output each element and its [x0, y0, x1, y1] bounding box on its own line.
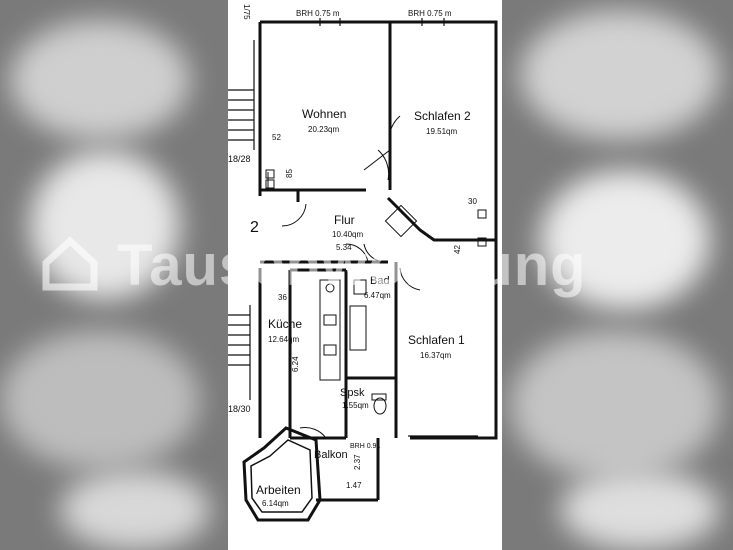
floor-plan: 1/75 BRH 0.75 m BRH 0.75 m Wohnen 20.23q… [228, 0, 502, 550]
doors [281, 115, 421, 439]
window-dim-left: BRH 0.75 m [296, 9, 340, 18]
staircase [228, 40, 255, 400]
room-area-wohnen: 20.23qm [308, 125, 339, 134]
dim-36: 36 [278, 293, 287, 302]
stair-label-top: 18/28 [228, 154, 251, 164]
floor-plan-drawing: 1/75 BRH 0.75 m BRH 0.75 m Wohnen 20.23q… [228, 4, 498, 522]
room-name-kueche: Küche [268, 317, 302, 331]
dim-147: 1.47 [346, 481, 362, 490]
windows [319, 18, 478, 437]
dim-237: 2.37 [353, 454, 362, 470]
room-area-spsk: 1.55qm [342, 401, 369, 410]
stair-mark: 1/75 [242, 4, 251, 20]
floor-number: 2 [250, 219, 259, 236]
dim-30: 30 [468, 197, 477, 206]
dim-52: 52 [272, 133, 281, 142]
room-area-bad: 6.47qm [364, 291, 391, 300]
room-name-schlafen2: Schlafen 2 [414, 109, 471, 123]
dim-85: 85 [285, 169, 294, 178]
room-area-kueche: 12.64qm [268, 335, 299, 344]
room-area-schlafen2: 19.51qm [426, 127, 457, 136]
room-name-bad: Bad [370, 275, 390, 287]
room-name-schlafen1: Schlafen 1 [408, 333, 465, 347]
window-dim-right: BRH 0.75 m [408, 9, 452, 18]
dim-534: 5.34 [336, 243, 352, 252]
dim-42: 42 [453, 245, 462, 254]
room-name-wohnen: Wohnen [302, 107, 346, 121]
exterior-walls [242, 20, 498, 522]
fixtures [265, 169, 487, 415]
stair-label-bottom: 18/30 [228, 404, 251, 414]
room-name-spsk: Spsk [340, 387, 365, 399]
dim-624: 6.24 [291, 356, 300, 372]
room-name-flur: Flur [334, 213, 355, 227]
room-name-arbeiten: Arbeiten [256, 483, 301, 497]
room-area-flur: 10.40qm [332, 230, 363, 239]
room-name-balkon: Balkon [314, 449, 348, 461]
room-area-schlafen1: 16.37qm [420, 351, 451, 360]
brh-balkon: BRH 0.91 [350, 443, 380, 450]
room-area-arbeiten: 6.14qm [262, 499, 289, 508]
